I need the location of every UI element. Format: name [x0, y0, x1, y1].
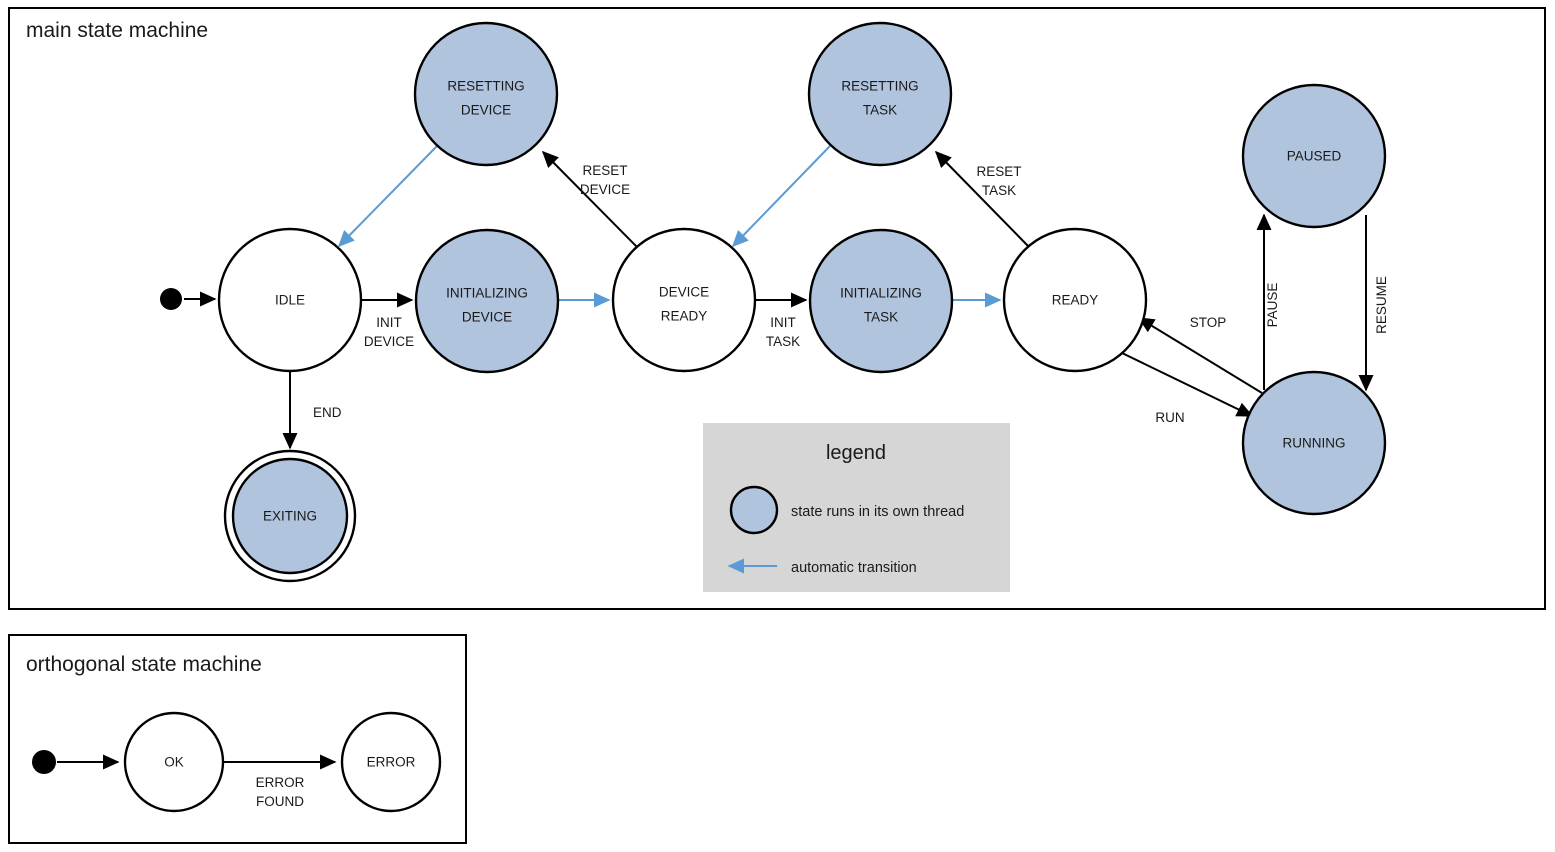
edge-label-run: RUN — [1155, 410, 1184, 425]
state-label-ready: READY — [1052, 293, 1099, 308]
state-label-device-ready-line2: READY — [661, 309, 708, 324]
initial-pseudostate-main[interactable] — [160, 288, 182, 310]
state-resetting-task[interactable]: RESETTING TASK — [807, 21, 953, 167]
state-circle-device-ready[interactable] — [611, 227, 757, 373]
edge-label-reset-device-line1: RESET — [582, 163, 627, 178]
state-circle-ok[interactable] — [123, 711, 225, 813]
state-label-initializing-task-line1: INITIALIZING — [840, 286, 922, 301]
state-label-resetting-device-line1: RESETTING — [447, 79, 524, 94]
edge-label-resume: RESUME — [1374, 276, 1389, 334]
main-frame-title: main state machine — [26, 19, 208, 42]
state-label-initializing-device-line2: DEVICE — [462, 310, 512, 325]
state-paused[interactable]: PAUSED — [1241, 83, 1387, 229]
main-transitions: INIT DEVICE RESET DEVICE INIT TASK RESET… — [184, 145, 1389, 450]
state-label-running: RUNNING — [1283, 436, 1346, 451]
state-label-resetting-task-line2: TASK — [863, 103, 897, 118]
state-idle[interactable]: IDLE — [217, 227, 363, 373]
edge-running-to-ready — [1137, 317, 1263, 394]
state-circle-exiting-inner[interactable] — [231, 457, 349, 575]
initial-pseudostate-orthogonal[interactable] — [32, 750, 56, 774]
legend: legend state runs in its own thread auto… — [703, 423, 1010, 592]
state-circle-initializing-task[interactable] — [808, 228, 954, 374]
state-circle-idle[interactable] — [217, 227, 363, 373]
state-label-idle: IDLE — [275, 293, 305, 308]
edge-label-stop: STOP — [1190, 315, 1227, 330]
legend-title: legend — [826, 442, 886, 464]
main-states: RESETTING DEVICE RESETTING TASK PAUSED I… — [160, 21, 1387, 583]
edge-device-ready-to-resetting-device — [541, 150, 638, 248]
state-error[interactable]: ERROR — [340, 711, 442, 813]
state-label-paused: PAUSED — [1287, 149, 1342, 164]
state-running[interactable]: RUNNING — [1241, 370, 1387, 516]
state-circle-resetting-task[interactable] — [807, 21, 953, 167]
state-circle-paused[interactable] — [1241, 83, 1387, 229]
edge-label-reset-device-line2: DEVICE — [580, 182, 630, 197]
state-exiting[interactable]: EXITING — [223, 449, 357, 583]
state-label-initializing-device-line1: INITIALIZING — [446, 286, 528, 301]
edge-label-init-task-line1: INIT — [770, 315, 796, 330]
state-ok[interactable]: OK — [123, 711, 225, 813]
state-circle-running[interactable] — [1241, 370, 1387, 516]
state-initializing-task[interactable]: INITIALIZING TASK — [808, 228, 954, 374]
state-circle-initializing-device[interactable] — [414, 228, 560, 374]
edge-label-init-device-line2: DEVICE — [364, 334, 414, 349]
orthogonal-frame: orthogonal state machine ERROR FOUND OK … — [8, 634, 467, 844]
edge-resetting-task-to-device-ready — [731, 145, 831, 248]
edge-label-pause: PAUSE — [1265, 283, 1280, 328]
edge-label-error-found-line1: ERROR — [256, 775, 305, 790]
edge-label-init-device-line1: INIT — [376, 315, 402, 330]
edge-ready-to-running — [1121, 352, 1254, 417]
state-initializing-device[interactable]: INITIALIZING DEVICE — [414, 228, 560, 374]
edge-label-error-found-line2: FOUND — [256, 794, 304, 809]
state-circle-ready[interactable] — [1002, 227, 1148, 373]
edge-label-reset-task-line1: RESET — [976, 164, 1021, 179]
edge-label-init-task-line2: TASK — [766, 334, 800, 349]
state-ready[interactable]: READY — [1002, 227, 1148, 373]
state-circle-resetting-device[interactable] — [413, 21, 559, 167]
state-label-ok: OK — [164, 755, 184, 770]
edge-label-end: END — [313, 405, 342, 420]
state-label-device-ready-line1: DEVICE — [659, 285, 709, 300]
legend-thread-state-swatch — [729, 485, 779, 535]
state-label-resetting-task-line1: RESETTING — [841, 79, 918, 94]
state-resetting-device[interactable]: RESETTING DEVICE — [413, 21, 559, 167]
edge-resetting-device-to-idle — [337, 145, 438, 248]
state-label-initializing-task-line2: TASK — [864, 310, 898, 325]
state-device-ready[interactable]: DEVICE READY — [611, 227, 757, 373]
state-label-resetting-device-line2: DEVICE — [461, 103, 511, 118]
orthogonal-frame-title: orthogonal state machine — [26, 653, 262, 676]
state-label-error: ERROR — [367, 755, 416, 770]
legend-item-auto-transition-label: automatic transition — [791, 560, 917, 576]
state-circle-error[interactable] — [340, 711, 442, 813]
state-label-exiting: EXITING — [263, 509, 317, 524]
edge-label-reset-task-line2: TASK — [982, 183, 1016, 198]
legend-item-thread-state-label: state runs in its own thread — [791, 504, 964, 520]
edge-ready-to-resetting-task — [934, 150, 1030, 248]
